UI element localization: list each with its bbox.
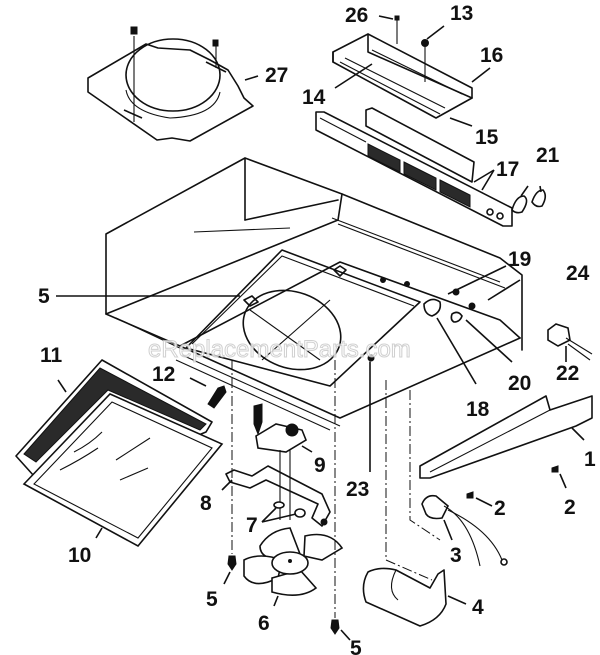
- callout-1: 1: [584, 448, 596, 471]
- callout-21: 21: [536, 144, 560, 167]
- control-panel-17: [315, 111, 547, 227]
- grommets-7: [261, 501, 306, 523]
- wiring-cover-4: [362, 380, 467, 627]
- callout-10: 10: [68, 544, 91, 567]
- callout-7: 7: [246, 514, 258, 537]
- callout-4: 4: [472, 596, 484, 619]
- callout-12: 12: [152, 363, 175, 386]
- callout-22: 22: [556, 362, 579, 385]
- callout-2-left: 2: [494, 497, 506, 520]
- screws-5: [223, 360, 351, 641]
- callout-5-left: 5: [206, 588, 218, 611]
- hood-body: [56, 157, 523, 431]
- terminal-block-22: [547, 323, 593, 362]
- callout-9: 9: [314, 454, 326, 477]
- callout-15: 15: [475, 126, 499, 149]
- lamp-socket-3: [421, 494, 508, 567]
- callout-18: 18: [466, 398, 490, 421]
- filter-clip-12: [189, 377, 227, 409]
- callout-17: 17: [496, 158, 519, 181]
- lens-10: [22, 393, 224, 548]
- callout-26: 26: [345, 4, 368, 27]
- callout-5-top: 5: [38, 285, 50, 308]
- motor-bracket-8: [221, 465, 331, 527]
- watermark: eReplacementParts.com: [148, 336, 411, 363]
- callout-16: 16: [480, 44, 503, 67]
- callout-20: 20: [508, 372, 531, 395]
- callout-19: 19: [508, 248, 531, 271]
- callout-24: 24: [566, 262, 590, 285]
- fan-blade-6: [243, 527, 344, 607]
- duct-channel-1: [419, 395, 593, 479]
- motor-9: [253, 403, 313, 520]
- callout-13: 13: [450, 2, 473, 25]
- screws-2: [466, 465, 567, 507]
- callout-3: 3: [450, 544, 462, 567]
- callout-27: 27: [265, 64, 288, 87]
- control-housing-group: [332, 15, 491, 183]
- damper-plate-27: [87, 26, 259, 142]
- callout-6: 6: [258, 612, 270, 635]
- callout-5-bottom: 5: [350, 637, 362, 655]
- callout-8: 8: [200, 492, 212, 515]
- callout-23: 23: [346, 478, 369, 501]
- callout-2-right: 2: [564, 496, 576, 519]
- callout-11: 11: [40, 344, 63, 367]
- callout-14: 14: [302, 86, 326, 109]
